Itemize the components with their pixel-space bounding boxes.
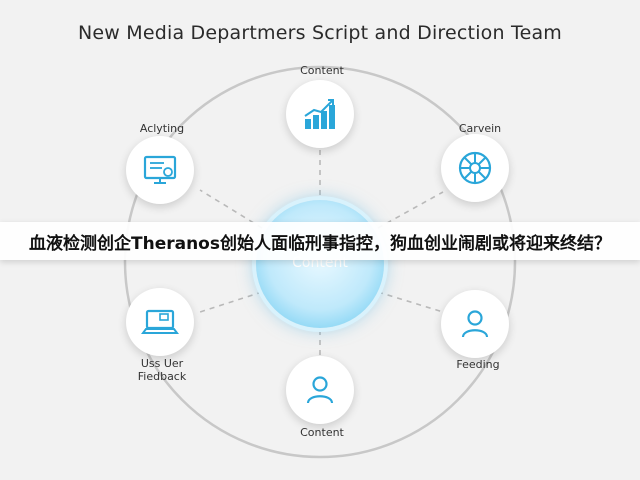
caption-banner: 血液检测创企Theranos创始人面临刑事指控，狗血创业闹剧或将迎来终结？ (0, 222, 640, 260)
node-user-feedback[interactable] (126, 288, 194, 356)
outer-ring (123, 65, 517, 459)
center-hub[interactable] (256, 200, 384, 328)
node-aclyting[interactable] (126, 136, 194, 204)
caption-text: 血液检测创企Theranos创始人面临刑事指控，狗血创业闹剧或将迎来终结？ (29, 233, 611, 254)
node-label: Uss Uer Fiedback (137, 357, 187, 383)
connector-line (199, 189, 263, 229)
aperture-wheel-icon (458, 151, 492, 185)
node-label: Content (300, 64, 344, 77)
node-label: Feeding (456, 358, 500, 371)
user-icon (461, 310, 489, 338)
bar-chart-icon (304, 99, 335, 129)
laptop-icon (141, 309, 179, 334)
node-label: Content (300, 426, 344, 439)
monitor-certificate-icon (143, 155, 177, 184)
node-label: Carvein (458, 122, 502, 135)
user-icon (306, 376, 334, 404)
diagram-title: New Media Departmers Script and Directio… (77, 22, 563, 44)
node-label: Aclyting (139, 122, 185, 135)
connector-line (377, 291, 444, 313)
node-feeding[interactable] (441, 290, 509, 358)
node-content-top[interactable] (286, 80, 354, 148)
node-carvein[interactable] (441, 134, 509, 202)
connector-line (199, 291, 263, 313)
node-content-bottom[interactable] (286, 356, 354, 424)
